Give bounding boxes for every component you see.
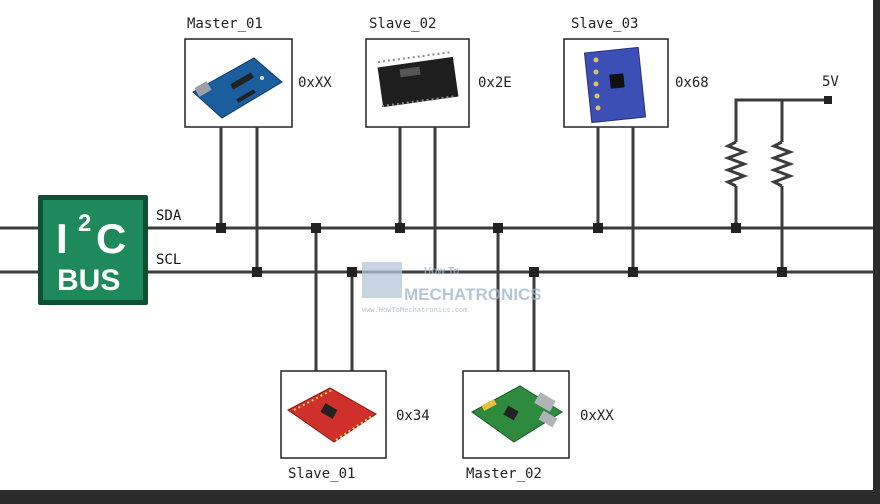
scl-junction [252, 267, 262, 277]
device-address: 0xXX [298, 75, 332, 91]
sensor-module-icon [584, 47, 645, 122]
sda-junction [731, 223, 741, 233]
watermark-url: www.HowToMechatronics.com [362, 306, 467, 314]
device-address: 0x2E [478, 75, 512, 91]
logo-superscript: 2 [78, 210, 91, 237]
device-name: Master_02 [466, 466, 542, 482]
device-address: 0x34 [396, 408, 430, 424]
logo-c-text: C [96, 215, 126, 262]
i2c-bus-logo: I 2 C BUS [38, 195, 148, 305]
device-name: Slave_02 [369, 16, 436, 32]
sda-junction [311, 223, 321, 233]
scl-label: SCL [156, 252, 181, 268]
logo-i-text: I [56, 215, 68, 262]
sda-label: SDA [156, 208, 182, 224]
scl-junction [628, 267, 638, 277]
watermark-logo-icon [362, 262, 402, 298]
sda-junction [493, 223, 503, 233]
supply-terminal [824, 96, 832, 104]
watermark-line1: How To [424, 266, 459, 277]
logo-bus-text: BUS [57, 264, 120, 297]
right-frame [873, 0, 880, 504]
bottom-frame [0, 490, 880, 504]
device-name: Slave_01 [288, 466, 355, 482]
sda-junction [395, 223, 405, 233]
device-name: Master_01 [187, 16, 263, 32]
supply-label: 5V [822, 74, 839, 90]
watermark-line2: MECHATRONICS [404, 285, 542, 304]
sda-junction [216, 223, 226, 233]
device-address: 0x68 [675, 75, 709, 91]
device-name: Slave_03 [571, 16, 638, 32]
sda-junction [593, 223, 603, 233]
scl-junction [347, 267, 357, 277]
scl-junction [777, 267, 787, 277]
device-address: 0xXX [580, 408, 614, 424]
scl-junction [529, 267, 539, 277]
